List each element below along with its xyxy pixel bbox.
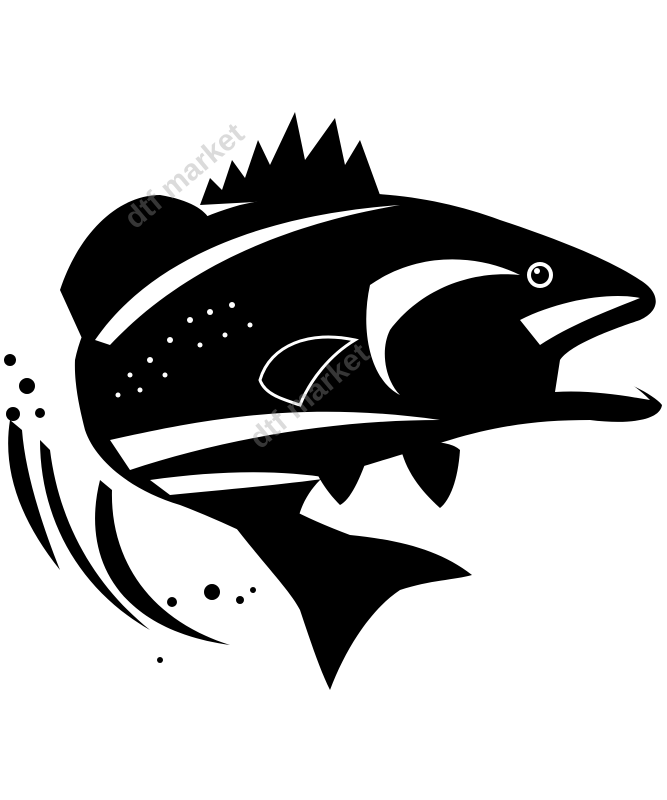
scale-dots [115,302,253,398]
body-highlights [95,205,650,495]
pectoral-fin [258,335,359,407]
eye-glint [534,268,540,274]
eye-pupil [531,266,549,284]
pelvic-fin [310,442,370,505]
dorsal-fin-spiny [200,112,380,205]
fish-body [74,193,662,560]
anal-fin [400,441,460,508]
water-splash [4,354,256,663]
